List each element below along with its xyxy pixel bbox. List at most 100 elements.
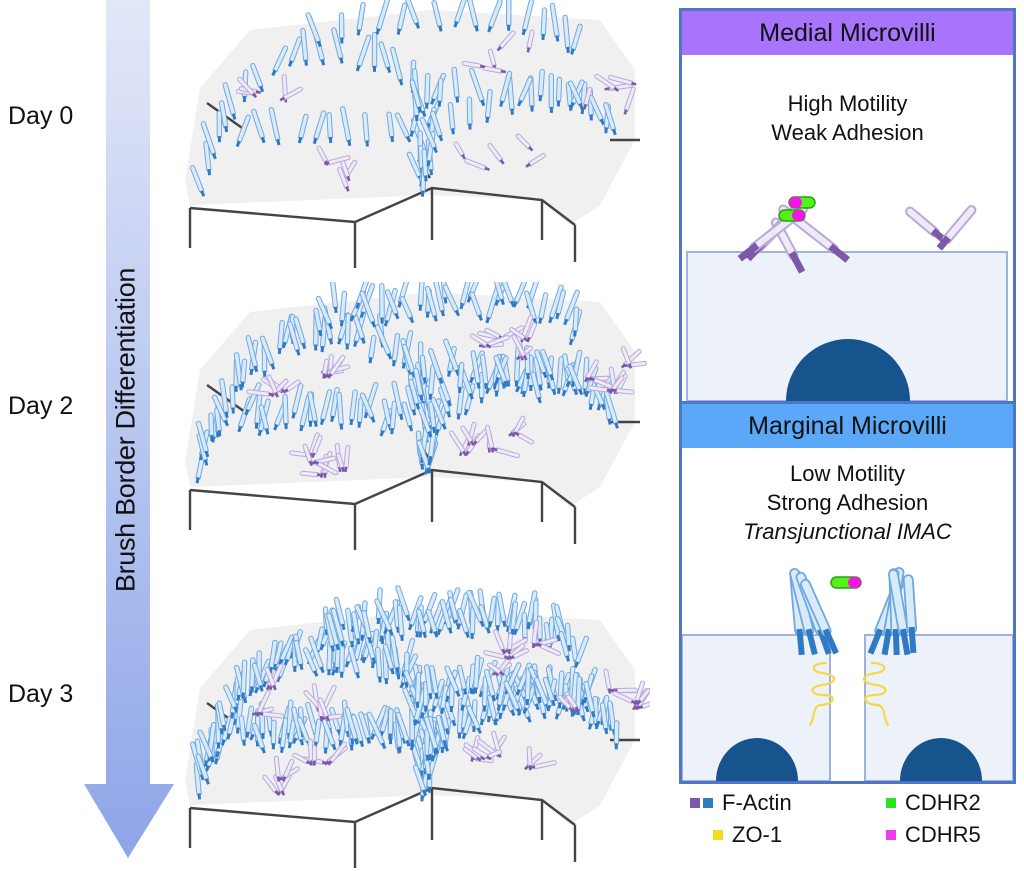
villus-actin (434, 428, 440, 436)
villus-actin (558, 702, 562, 709)
villus-actin (480, 99, 486, 107)
villus-actin (582, 696, 588, 704)
sheet-marginal-villus (216, 700, 227, 732)
villus-actin (429, 169, 433, 176)
villus-actin (485, 316, 491, 324)
sheet-marginal-villus (386, 111, 395, 143)
villus-actin (487, 25, 493, 33)
sheet-surface (185, 10, 635, 225)
villus-actin (516, 707, 522, 715)
sheet-medial-villus (509, 648, 529, 660)
villus-actin (360, 634, 364, 641)
sheet-medial-villus (337, 166, 350, 192)
sheet-marginal-villus (358, 711, 372, 744)
sheet-marginal-villus (384, 289, 400, 320)
villus-actin (340, 466, 345, 473)
villus-actin (470, 633, 474, 640)
villus-body (572, 306, 580, 334)
villus-actin (277, 347, 282, 355)
villus-actin (634, 699, 639, 706)
villus-actin (432, 426, 437, 433)
villus-actin (623, 109, 628, 115)
sheet-marginal-villus (218, 100, 229, 133)
villus-actin (205, 765, 210, 772)
villus-actin (359, 311, 365, 318)
villus-actin (468, 123, 472, 130)
sheet-marginal-villus (414, 671, 422, 708)
sheet-marginal-villus (503, 680, 522, 715)
villus-actin (451, 719, 457, 727)
villus-actin (430, 754, 436, 762)
marginal-actin-rootlet (796, 628, 805, 656)
villus-body (379, 283, 385, 321)
villus-actin (581, 714, 586, 722)
villus-actin (344, 660, 350, 668)
marginal-actin-rootlet (881, 628, 892, 656)
villus-actin (205, 778, 210, 785)
sheet-marginal-villus (308, 635, 325, 674)
sheet-marginal-villus (356, 1, 366, 36)
sheet-marginal-villus (478, 604, 491, 634)
sheet-medial-villus (313, 460, 339, 476)
villus-actin (431, 705, 437, 713)
villus-actin (573, 661, 579, 668)
sheet-marginal-villus (259, 335, 276, 370)
villus-actin (538, 384, 543, 391)
villus-actin (280, 746, 284, 753)
villus-actin (485, 627, 491, 634)
cdhr2-swatch (886, 798, 896, 808)
villus-actin (280, 790, 286, 796)
sheet-marginal-villus (413, 367, 424, 401)
sheet-marginal-villus (349, 389, 358, 426)
villus-actin (427, 786, 431, 793)
villus-actin (217, 136, 221, 143)
medial-microvilli-field (235, 29, 637, 192)
villus-body (466, 96, 473, 127)
villus-actin (525, 699, 529, 706)
sheet-marginal-villus (456, 664, 468, 695)
marginal-actin-rootlet (867, 628, 884, 655)
villus-actin (276, 138, 281, 146)
villus-actin (379, 635, 384, 642)
villus-actin (405, 681, 409, 688)
villus-actin (350, 738, 354, 745)
villus-actin (204, 450, 210, 458)
sheet-marginal-villus (466, 589, 485, 628)
marginal-line-imac: Transjunctional IMAC (743, 519, 952, 544)
villus-actin (270, 363, 276, 370)
zo1-tight-junction (808, 661, 890, 727)
villus-actin (366, 737, 372, 744)
villus-actin (604, 727, 609, 735)
villus-actin (313, 760, 316, 766)
sheet-marginal-villus (258, 404, 270, 435)
villus-actin (556, 100, 561, 107)
villus-body (613, 720, 620, 746)
villus-actin (260, 136, 266, 144)
sheet-medial-villus (536, 642, 562, 657)
villus-actin (589, 376, 595, 382)
sheet-marginal-villus (219, 378, 229, 418)
villus-actin (349, 418, 354, 426)
villus-actin (330, 668, 336, 676)
arrow-label: Brush Border Differentiation (110, 267, 141, 593)
arrow-label-container: Brush Border Differentiation (104, 0, 148, 871)
zo1-swatch (713, 830, 723, 840)
sheet-marginal-villus (391, 380, 404, 421)
villus-body (414, 671, 422, 705)
sheet-marginal-villus (451, 66, 460, 103)
villus-actin (448, 627, 453, 634)
villus-actin (457, 732, 462, 739)
villus-actin (272, 684, 277, 691)
villus-actin (390, 667, 395, 675)
villus-actin (571, 706, 577, 713)
villus-actin (231, 407, 235, 414)
sheet-marginal-villus (216, 110, 223, 143)
f-actin-marginal-swatch (703, 798, 713, 808)
legend-label-f-actin: F-Actin (722, 790, 792, 815)
villus-actin (390, 135, 395, 143)
medial-actin-rootlet (737, 242, 760, 262)
villus-actin (379, 430, 385, 437)
villus-body (282, 393, 289, 426)
sheet-marginal-villus (340, 106, 352, 147)
sheet-marginal-villus (483, 669, 496, 702)
